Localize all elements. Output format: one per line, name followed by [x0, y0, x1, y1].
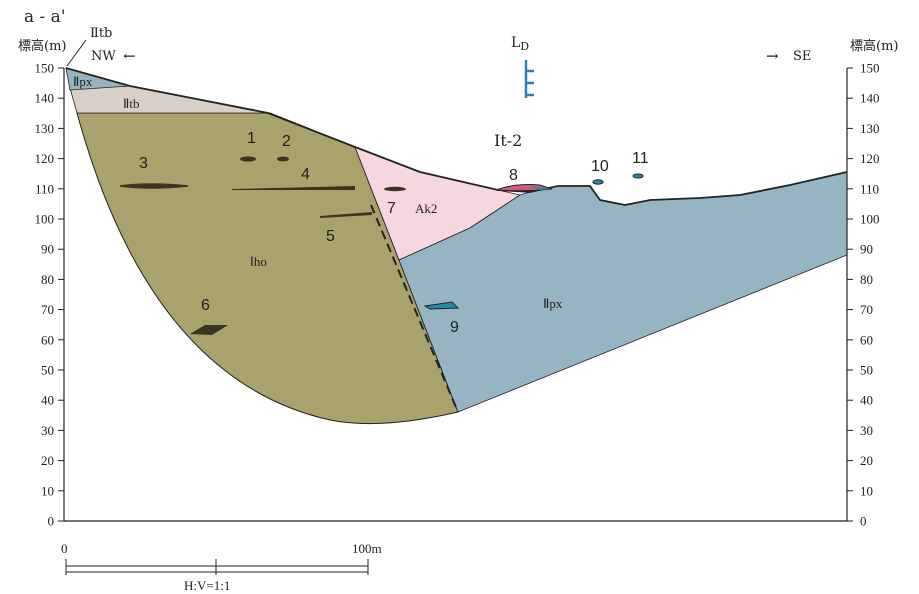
right-tick-label: 40 — [860, 393, 873, 408]
left-tick-label: 60 — [41, 332, 54, 347]
left-tick-label: 120 — [35, 151, 55, 166]
right-tick-label: 10 — [860, 483, 873, 498]
left-tick-label: 140 — [35, 91, 55, 106]
left-tick-label: 130 — [35, 121, 55, 136]
layer-label-tb: Ⅱtb — [123, 96, 140, 111]
right-tick-label: 20 — [860, 453, 873, 468]
lens-number-2: 2 — [282, 133, 291, 150]
layer-iho-polygon — [76, 112, 459, 425]
lens-6 — [190, 325, 228, 335]
direction-se: SE — [793, 49, 811, 64]
right-tick-label: 80 — [860, 272, 873, 287]
right-tick-label: 0 — [860, 514, 867, 529]
right-tick-label: 60 — [860, 332, 873, 347]
lens-10 — [592, 179, 604, 185]
right-tick-label: 140 — [860, 91, 880, 106]
lens-2 — [277, 156, 289, 162]
right-tick-label: 90 — [860, 242, 873, 257]
lens-4 — [232, 186, 355, 190]
lens-5 — [320, 212, 372, 218]
left-tick-label: 0 — [48, 514, 55, 529]
lens-number-3: 3 — [139, 155, 148, 172]
lens-number-6: 6 — [201, 297, 210, 314]
left-tick-label: 110 — [35, 181, 54, 196]
tb-leader-line — [66, 39, 87, 67]
lens-number-7: 7 — [387, 200, 396, 217]
ld-symbol-icon — [524, 60, 534, 98]
direction-nw: NW — [91, 49, 116, 64]
left-tick-label: 80 — [41, 272, 54, 287]
left-tick-label: 10 — [41, 483, 54, 498]
scale-bar-start: 0 — [61, 541, 68, 556]
left-tick-label: 150 — [35, 61, 55, 76]
top-left-tb-label: Ⅱtb — [90, 26, 112, 41]
left-tick-label: 90 — [41, 242, 54, 257]
lens-number-9: 9 — [450, 319, 459, 336]
lens-number-1: 1 — [247, 130, 256, 147]
lens-3 — [119, 183, 189, 189]
fault-dashed-line — [370, 204, 459, 413]
left-tick-label: 30 — [41, 423, 54, 438]
lens-8 — [495, 184, 553, 192]
scale-bar-end: 100m — [352, 541, 382, 556]
lens-number-4: 4 — [301, 166, 310, 183]
right-tick-label: 100 — [860, 212, 880, 227]
right-tick-label: 130 — [860, 121, 880, 136]
lens-9 — [423, 301, 460, 310]
layer-label-iho: Ⅰho — [250, 254, 267, 269]
layer-tb-polygon — [69, 85, 269, 114]
left-elevation-label: 標高(m) — [18, 38, 66, 54]
left-tick-label: 70 — [41, 302, 54, 317]
right-tick-label: 70 — [860, 302, 873, 317]
left-tick-label: 50 — [41, 363, 54, 378]
left-tick-label: 40 — [41, 393, 54, 408]
scale-bar-ratio: H:V=1:1 — [184, 578, 230, 593]
left-tick-label: 100 — [35, 212, 55, 227]
lens-number-11: 11 — [632, 150, 649, 167]
lens-8-teal — [530, 186, 552, 190]
lens-1 — [240, 156, 256, 162]
left-tick-label: 20 — [41, 453, 54, 468]
right-tick-label: 50 — [860, 363, 873, 378]
ground-surface-line — [65, 67, 848, 206]
right-tick-label: 30 — [860, 423, 873, 438]
lens-number-8: 8 — [509, 167, 518, 184]
lens-7 — [384, 186, 406, 192]
right-tick-label: 150 — [860, 61, 880, 76]
lens-number-10: 10 — [591, 158, 609, 175]
layer-label-ak2: Ak2 — [415, 201, 437, 216]
right-tick-label: 120 — [860, 151, 880, 166]
right-elevation-label: 標高(m) — [850, 38, 898, 54]
layer-label-top-px: Ⅱpx — [73, 74, 93, 89]
ld-label: LD — [511, 35, 529, 53]
lens-number-5: 5 — [326, 228, 335, 245]
lens-11 — [632, 173, 644, 179]
right-tick-label: 110 — [860, 181, 879, 196]
layer-label-lower-px: Ⅱpx — [543, 296, 563, 311]
scale-bar — [65, 559, 369, 575]
section-title: a - a' — [24, 7, 66, 27]
arrow-right-icon: → — [766, 47, 779, 65]
arrow-left-icon: ← — [123, 47, 136, 65]
layer-label-it2: It-2 — [494, 131, 522, 150]
